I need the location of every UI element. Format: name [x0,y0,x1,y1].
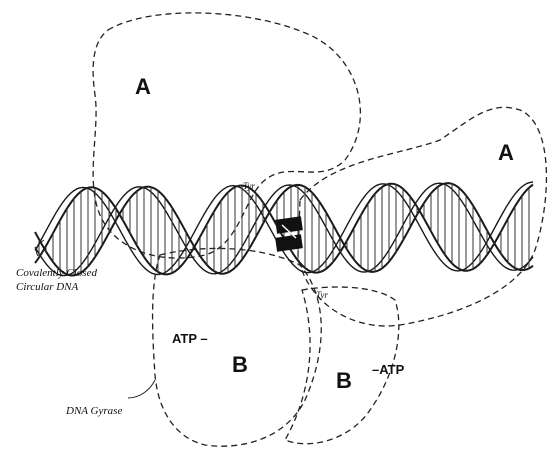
gyrase-caption-leader [128,380,155,398]
subunit-a-left-outline [93,13,360,258]
subunit-a-right-label: A [498,140,514,165]
dna-caption-line1: Covalently Closed [16,267,97,279]
subunit-b-left-label: B [232,352,248,377]
dna-caption-line2: Circular DNA [16,281,79,293]
active-site-block-lower [275,234,303,251]
enzyme-caption: DNA Gyrase [65,405,122,417]
atp-label-right: –ATP [372,362,405,377]
atp-label-left: ATP – [172,331,208,346]
subunit-a-left-label: A [135,74,151,99]
tyr-label-upper: Tyr [243,181,255,191]
tyr-label-lower: Tyr [316,290,328,300]
subunit-b-right-label: B [336,368,352,393]
